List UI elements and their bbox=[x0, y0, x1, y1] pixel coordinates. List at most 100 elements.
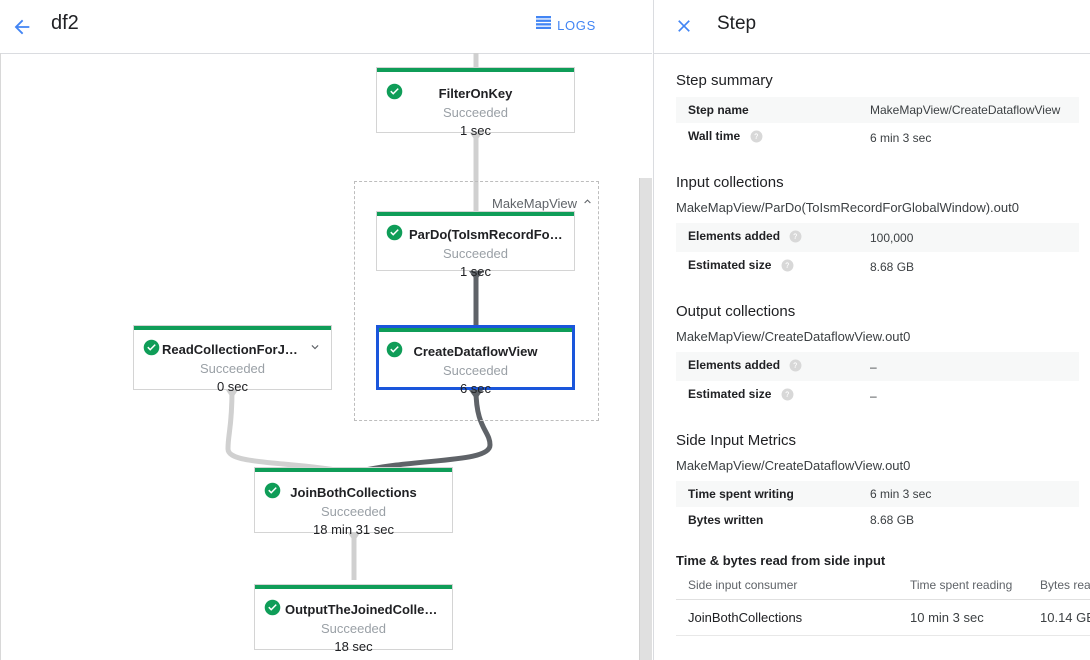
column-header-bytes-read: Bytes read bbox=[1028, 574, 1090, 600]
page-title: df2 bbox=[51, 12, 79, 34]
help-icon[interactable] bbox=[781, 259, 794, 275]
graph-canvas[interactable]: MakeMapView FilterOnKey bbox=[0, 53, 652, 660]
table-row: Estimated size 8.68 GB bbox=[676, 252, 1079, 281]
node-name: ParDo(ToIsmRecordFor… bbox=[409, 227, 568, 242]
table-row: Elements added 100,000 bbox=[676, 223, 1079, 252]
node-time: 1 sec bbox=[459, 264, 492, 279]
section-heading-output-collections: Output collections bbox=[676, 303, 796, 320]
composite-group-label[interactable]: MakeMapView bbox=[492, 195, 594, 211]
kv-key-label: Elements added bbox=[688, 229, 781, 243]
output-collections-table: Elements added – Estimated size bbox=[676, 352, 1079, 410]
check-circle-icon bbox=[386, 83, 403, 100]
node-name: FilterOnKey bbox=[438, 86, 513, 101]
help-icon[interactable] bbox=[781, 388, 794, 404]
check-circle-icon bbox=[386, 224, 403, 241]
table-row: Bytes written 8.68 GB bbox=[676, 507, 1079, 533]
node-name: ReadCollectionForJoin bbox=[162, 342, 305, 357]
cell-bytes-read: 10.14 GB bbox=[1028, 599, 1090, 636]
kv-value: 8.68 GB bbox=[870, 259, 915, 274]
node-name: CreateDataflowView bbox=[413, 344, 538, 359]
job-graph-pane: df2 LOGS bbox=[0, 12, 652, 660]
node-status-bar bbox=[134, 326, 331, 330]
kv-value: – bbox=[870, 388, 877, 403]
kv-value: 100,000 bbox=[858, 223, 1079, 252]
graph-node-filter-on-key[interactable]: FilterOnKey Succeeded 1 sec bbox=[376, 67, 575, 138]
graph-node-output-the-joined-collection[interactable]: OutputTheJoinedCollec… Succeeded 18 sec bbox=[254, 584, 453, 654]
step-details-panel: Step Step summary Step name MakeMapView/… bbox=[653, 0, 1090, 660]
step-panel-body: Step summary Step name MakeMapView/Creat… bbox=[654, 54, 1090, 660]
node-status: Succeeded bbox=[442, 246, 509, 261]
node-time: 0 sec bbox=[216, 379, 249, 394]
table-row: Elements added – bbox=[676, 352, 1079, 381]
help-icon[interactable] bbox=[789, 359, 802, 375]
graph-node-join-both-collections[interactable]: JoinBothCollections Succeeded 18 min 31 … bbox=[254, 467, 453, 537]
node-time: 18 min 31 sec bbox=[313, 522, 394, 537]
side-input-collection-name: MakeMapView/CreateDataflowView.out0 bbox=[676, 458, 911, 473]
node-time: 6 sec bbox=[459, 381, 492, 396]
output-collection-name: MakeMapView/CreateDataflowView.out0 bbox=[676, 329, 911, 344]
node-status-bar bbox=[379, 328, 572, 332]
cell-time-spent-reading: 10 min 3 sec bbox=[898, 599, 1028, 636]
logs-button-label: LOGS bbox=[557, 17, 596, 33]
kv-value: MakeMapView/CreateDataflowView bbox=[858, 97, 1079, 123]
node-time: 18 sec bbox=[334, 639, 373, 654]
composite-group-name: MakeMapView bbox=[492, 195, 578, 211]
table-row: Step name MakeMapView/CreateDataflowView bbox=[676, 97, 1079, 123]
section-heading-step-summary: Step summary bbox=[676, 72, 773, 89]
kv-value: 6 min 3 sec bbox=[870, 130, 932, 145]
check-circle-icon bbox=[264, 482, 281, 499]
kv-key-label: Time spent writing bbox=[676, 481, 858, 507]
kv-key-label: Estimated size bbox=[688, 387, 772, 401]
step-summary-table: Step name MakeMapView/CreateDataflowView… bbox=[676, 97, 1079, 152]
node-status-bar bbox=[377, 68, 574, 72]
node-status-bar bbox=[255, 468, 452, 472]
kv-key-label: Wall time bbox=[688, 129, 741, 143]
side-input-reads-table: Side input consumer Time spent reading B… bbox=[676, 574, 1090, 636]
chevron-up-icon[interactable] bbox=[581, 195, 594, 211]
check-circle-icon bbox=[386, 341, 403, 358]
column-header-side-input-consumer: Side input consumer bbox=[676, 574, 898, 600]
graph-scrollbar-thumb[interactable] bbox=[639, 178, 652, 660]
arrow-back-icon[interactable] bbox=[8, 13, 36, 41]
table-row: Time spent writing 6 min 3 sec bbox=[676, 481, 1079, 507]
step-panel-title: Step bbox=[717, 13, 757, 34]
node-status: Succeeded bbox=[442, 105, 509, 120]
table-row: Wall time 6 min 3 sec bbox=[676, 123, 1079, 152]
table-row: Estimated size – bbox=[676, 381, 1079, 410]
kv-value: 8.68 GB bbox=[870, 513, 915, 527]
column-header-time-spent-reading: Time spent reading bbox=[898, 574, 1028, 600]
chevron-down-icon[interactable] bbox=[307, 340, 323, 356]
kv-key-label: Estimated size bbox=[688, 258, 772, 272]
section-heading-input-collections: Input collections bbox=[676, 174, 784, 191]
graph-node-create-dataflow-view[interactable]: CreateDataflowView Succeeded 6 sec bbox=[376, 325, 575, 396]
kv-value: – bbox=[858, 352, 1079, 381]
composite-group-makemapview[interactable] bbox=[354, 181, 599, 421]
node-status-bar bbox=[255, 585, 452, 589]
check-circle-icon bbox=[143, 339, 160, 356]
step-panel-header: Step bbox=[654, 0, 1090, 54]
node-status: Succeeded bbox=[320, 504, 387, 519]
node-status: Succeeded bbox=[320, 621, 387, 636]
node-name: OutputTheJoinedCollec… bbox=[285, 602, 445, 617]
node-time: 1 sec bbox=[459, 123, 492, 138]
check-circle-icon bbox=[264, 599, 281, 616]
graph-node-pardo-to-ism-record[interactable]: ParDo(ToIsmRecordFor… Succeeded 1 sec bbox=[376, 211, 575, 279]
kv-key-label: Elements added bbox=[688, 358, 781, 372]
input-collection-name: MakeMapView/ParDo(ToIsmRecordForGlobalWi… bbox=[676, 200, 1019, 215]
kv-value: 6 min 3 sec bbox=[858, 481, 1079, 507]
logs-button[interactable]: LOGS bbox=[532, 14, 600, 36]
section-heading-side-input-reads: Time & bytes read from side input bbox=[676, 553, 886, 568]
help-icon[interactable] bbox=[789, 230, 802, 246]
graph-node-read-collection-for-join[interactable]: ReadCollectionForJoin Succeeded 0 sec bbox=[133, 325, 332, 394]
input-collections-table: Elements added 100,000 Estimated size bbox=[676, 223, 1079, 281]
side-input-metrics-table: Time spent writing 6 min 3 sec Bytes wri… bbox=[676, 481, 1079, 533]
table-row: JoinBothCollections 10 min 3 sec 10.14 G… bbox=[676, 599, 1090, 636]
help-icon[interactable] bbox=[750, 130, 763, 146]
close-icon[interactable] bbox=[670, 12, 698, 40]
node-status-bar bbox=[377, 212, 574, 216]
node-name: JoinBothCollections bbox=[290, 485, 417, 500]
kv-key-label: Bytes written bbox=[688, 513, 764, 527]
section-heading-side-input-metrics: Side Input Metrics bbox=[676, 432, 797, 449]
node-status: Succeeded bbox=[442, 363, 509, 378]
